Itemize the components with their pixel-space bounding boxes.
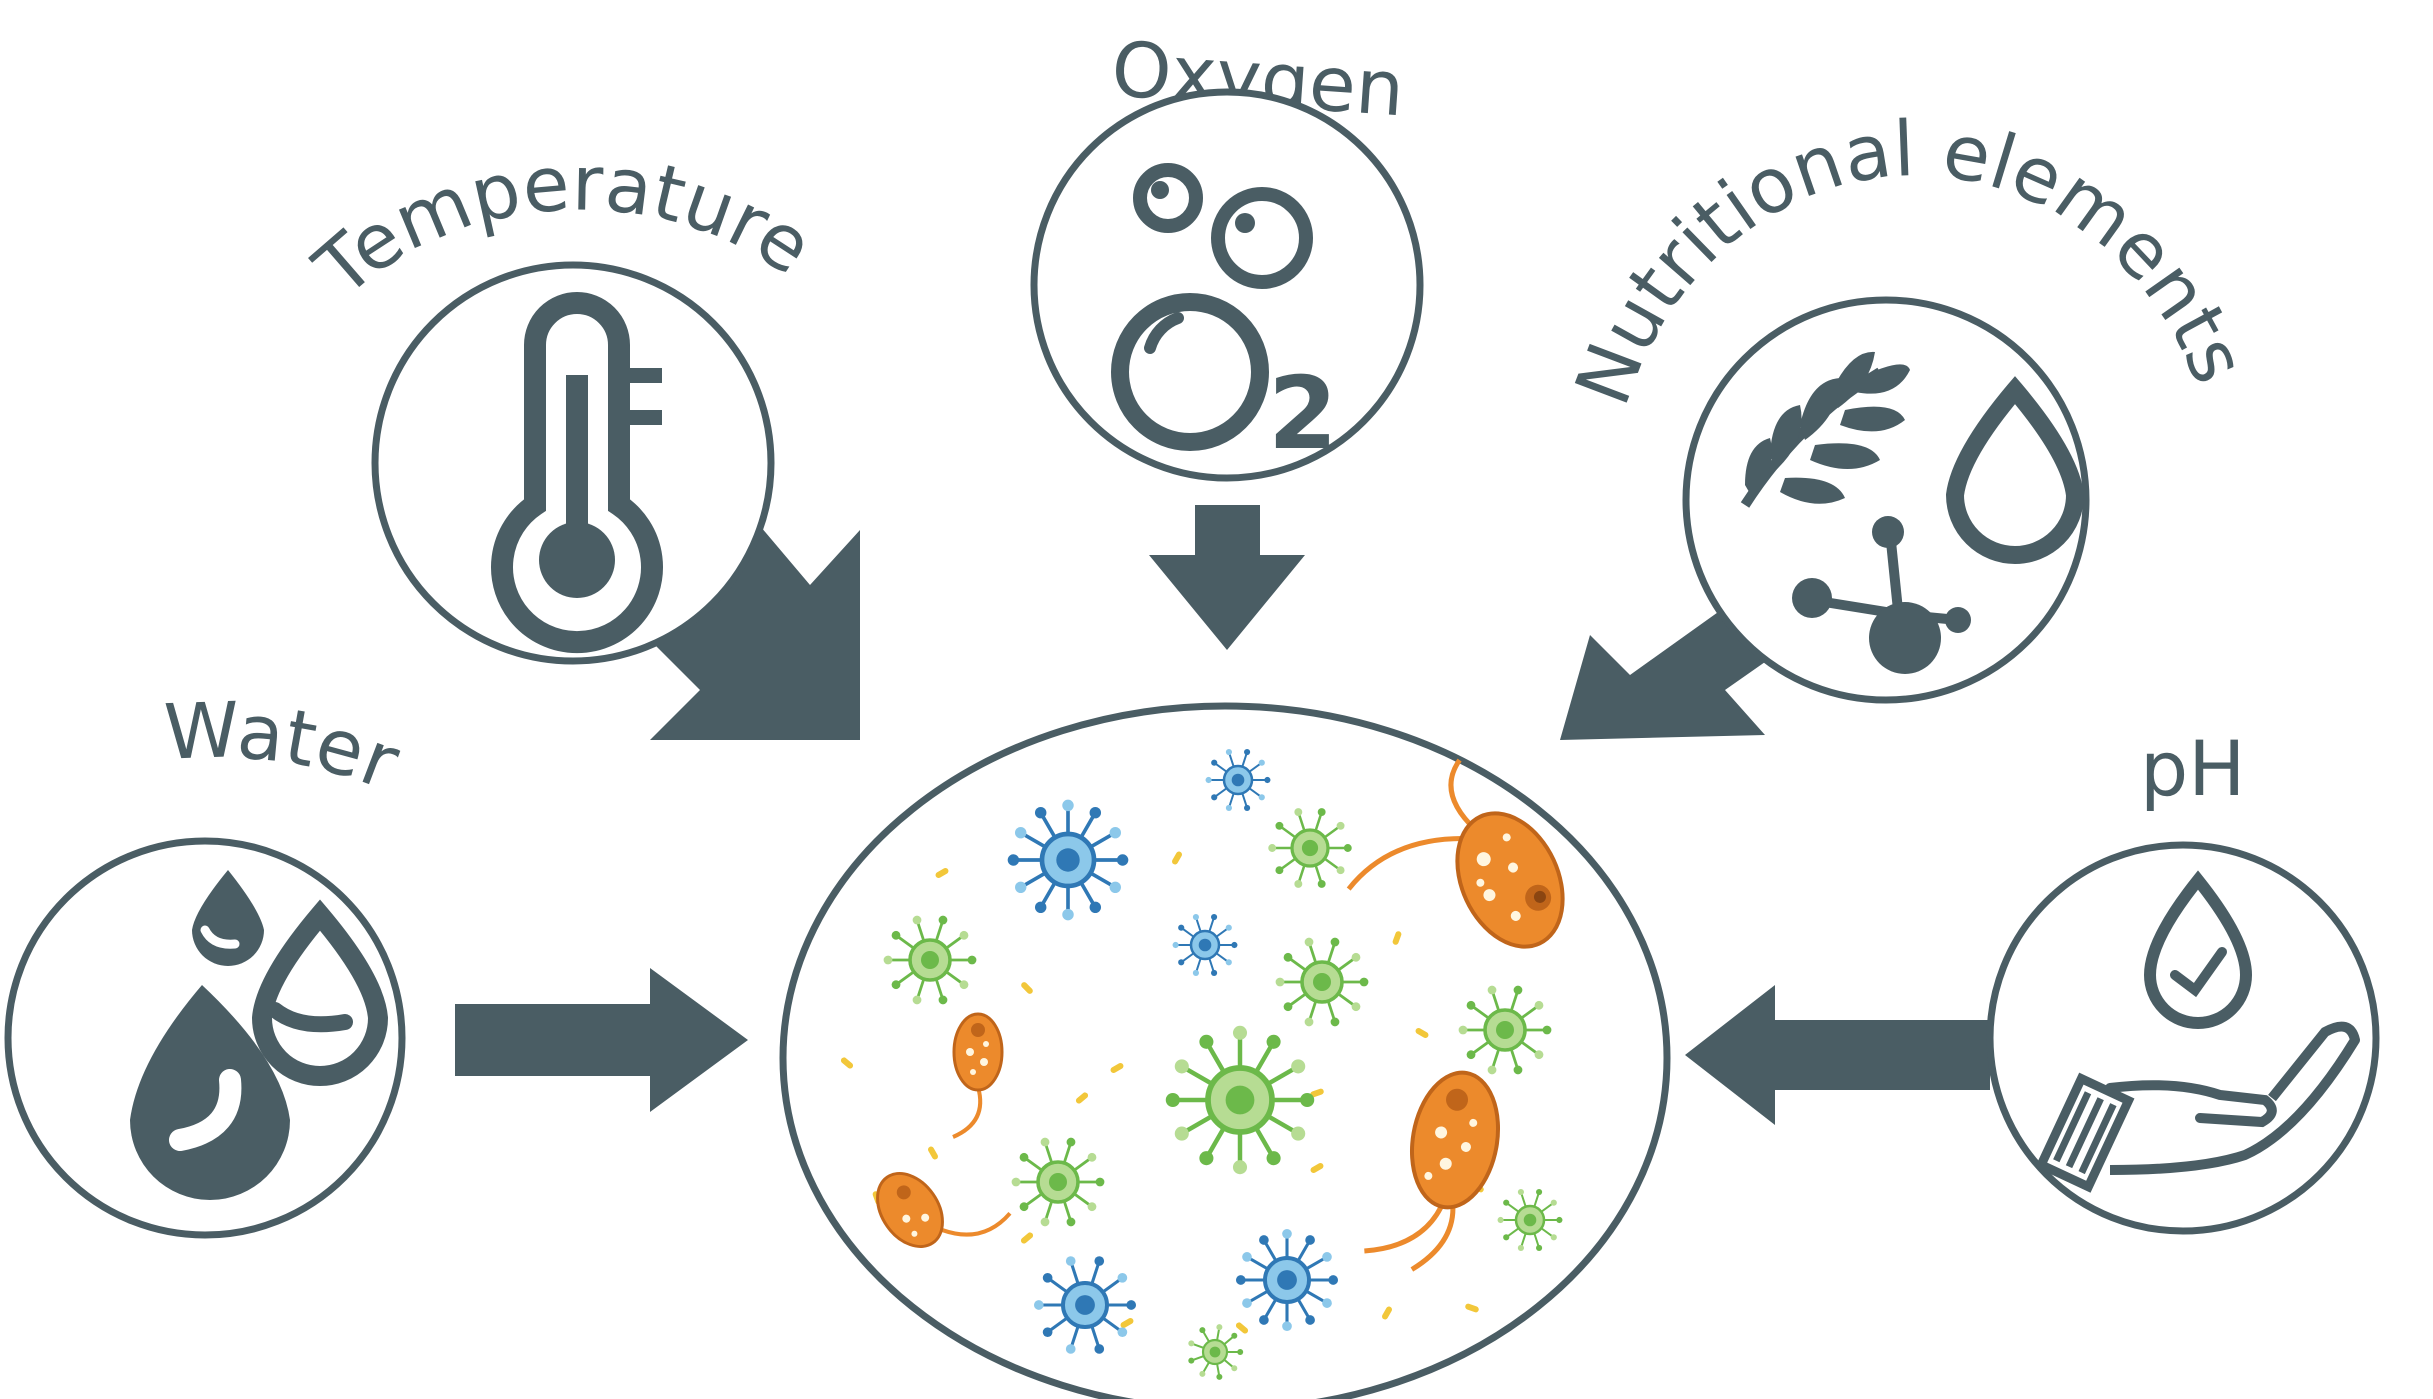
leaf-drop-molecule-icon xyxy=(1740,351,2085,674)
virus-microbe xyxy=(1007,799,1129,921)
virus-microbe xyxy=(1165,1025,1315,1175)
virus-microbe xyxy=(1205,748,1271,812)
virus-microbe xyxy=(883,915,977,1005)
virus-microbe xyxy=(1497,1188,1563,1252)
virus-microbe xyxy=(1011,1137,1105,1227)
water-drops-icon xyxy=(130,870,389,1200)
virus-microbe xyxy=(1172,913,1238,977)
virus-microbe xyxy=(1188,1324,1244,1380)
microorganisms-circle xyxy=(779,702,1671,1399)
thermometer-icon xyxy=(491,292,663,654)
virus-microbe xyxy=(1268,808,1352,888)
virus-microbe xyxy=(1235,1228,1339,1332)
nutritional-circle xyxy=(1682,296,2090,704)
arrow-nutritional xyxy=(1560,600,1775,740)
protozoa xyxy=(876,758,1565,1272)
virus-microbe xyxy=(1458,985,1552,1075)
water-label: Water xyxy=(163,685,412,807)
oxygen-circle xyxy=(1030,88,1424,482)
o2-bubbles-icon: 2 xyxy=(1111,163,1338,472)
arrow-ph xyxy=(1685,985,1990,1125)
viruses xyxy=(883,748,1563,1380)
virus-microbe xyxy=(1275,937,1369,1027)
virus-microbe xyxy=(1033,1256,1137,1354)
arrow-water xyxy=(455,968,748,1112)
o2-subscript: 2 xyxy=(1268,355,1338,472)
ph-label: pH xyxy=(2140,724,2245,813)
arrow-oxygen xyxy=(1149,505,1305,650)
hand-drop-check-icon xyxy=(2035,870,2360,1193)
microorganisms-icon xyxy=(840,748,1565,1380)
